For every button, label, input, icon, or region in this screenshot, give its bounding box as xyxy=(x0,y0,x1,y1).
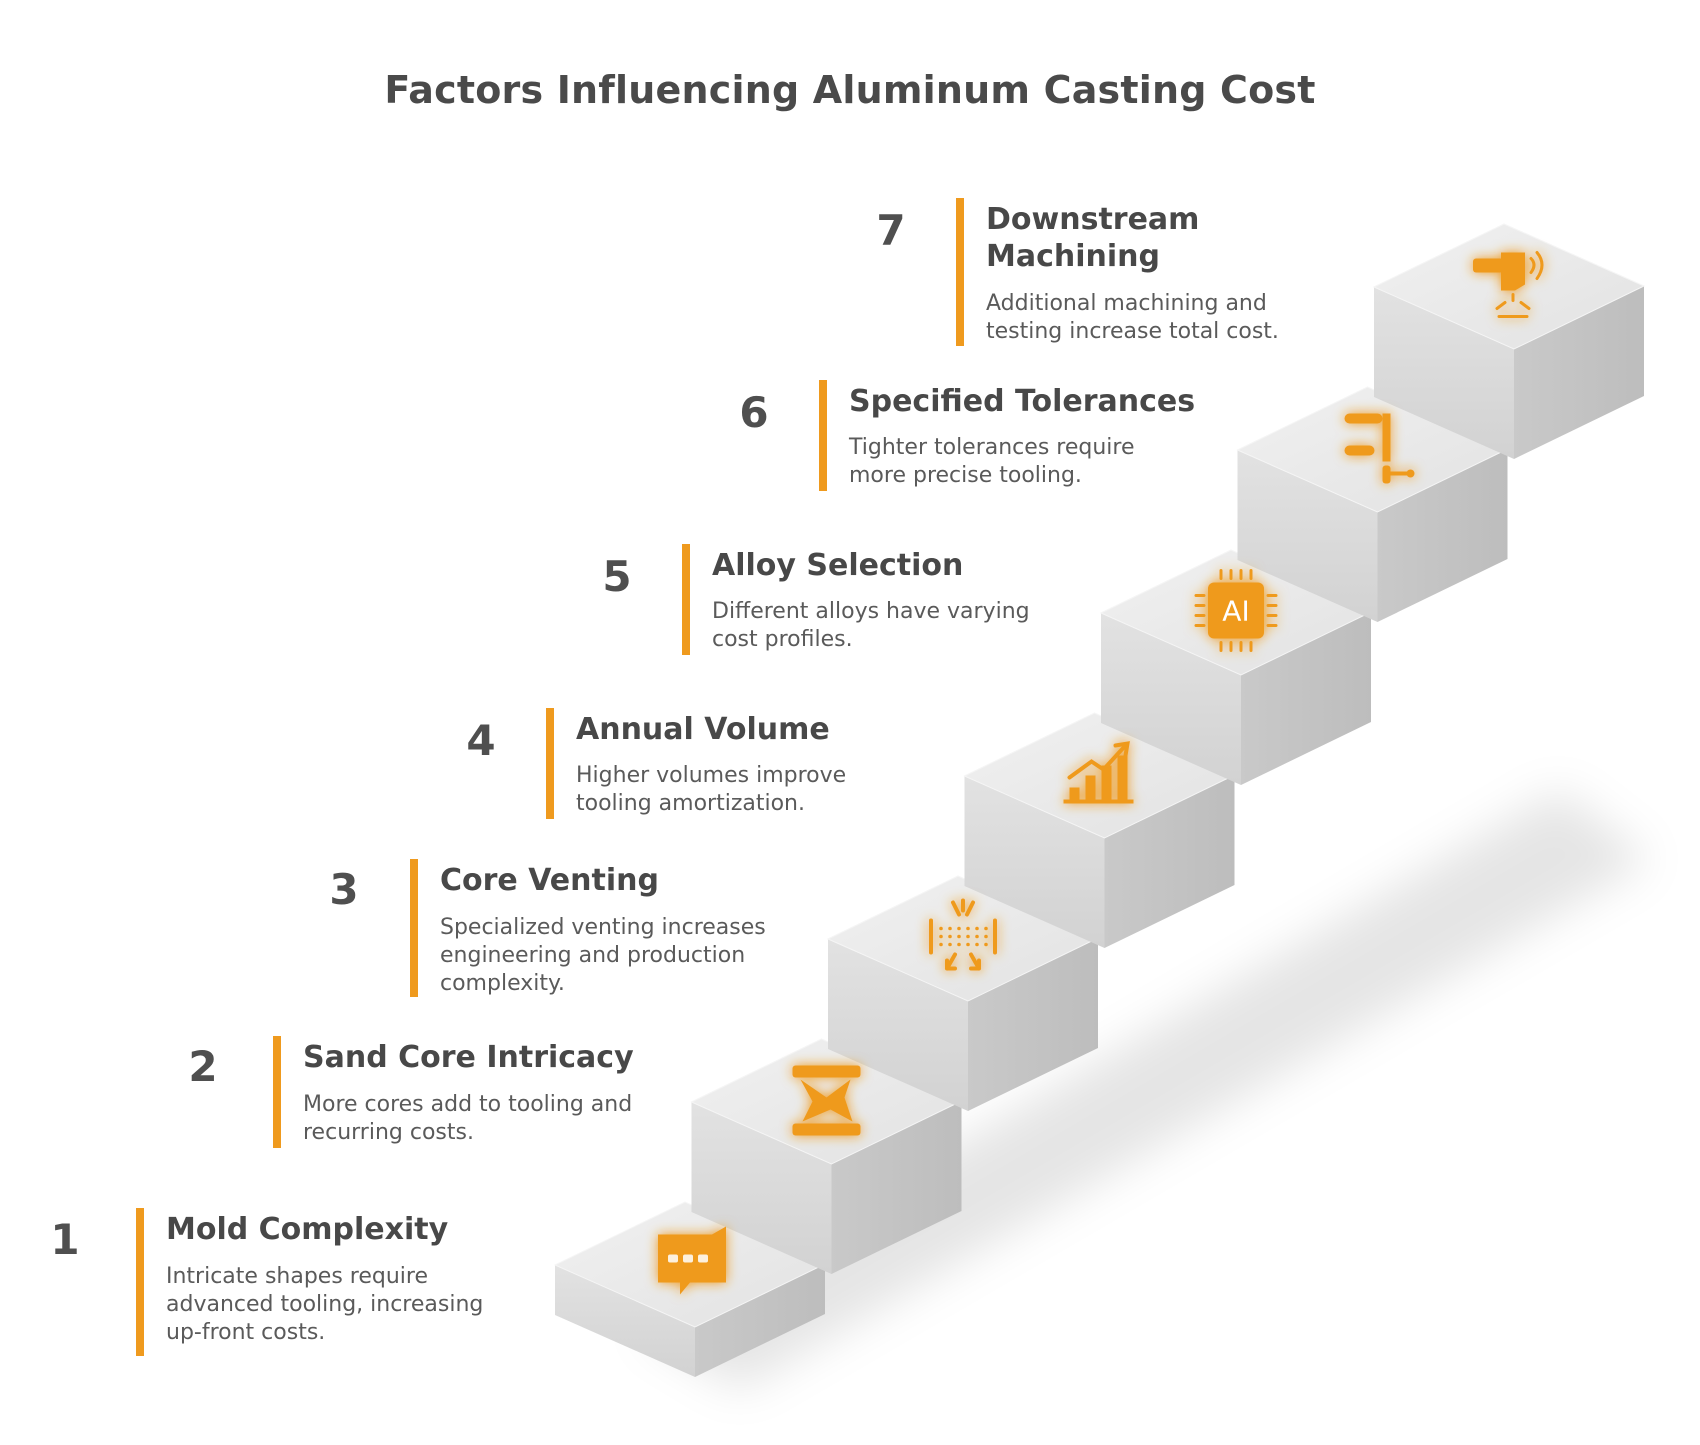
step-number: 7 xyxy=(876,206,906,255)
riser-wall xyxy=(1101,613,1241,785)
riser-wall xyxy=(1237,450,1378,622)
step-title-line: Alloy Selection xyxy=(712,548,964,583)
step-number: 5 xyxy=(602,552,632,601)
step-description-line: complexity. xyxy=(440,971,565,996)
step-title-line: Downstream xyxy=(986,202,1200,237)
caliper-icon xyxy=(1344,413,1415,484)
machining-tool-icon xyxy=(1473,251,1544,318)
step-number: 2 xyxy=(188,1042,218,1091)
step-title: Annual Volume xyxy=(576,711,830,748)
step-description-line: Specialized venting increases xyxy=(440,915,766,940)
step-description: Additional machining and testing increase… xyxy=(986,290,1279,346)
step-title: Mold Complexity xyxy=(166,1211,448,1248)
page-title: Factors Influencing Aluminum Casting Cos… xyxy=(384,68,1316,112)
step-title-line: Annual Volume xyxy=(576,712,830,747)
step-description: Different alloys have varying cost profil… xyxy=(712,598,1030,654)
accent-bar xyxy=(273,1036,281,1148)
venting-icon xyxy=(929,898,997,971)
step-number: 4 xyxy=(466,716,496,765)
step-description-line: advanced tooling, increasing xyxy=(166,1292,484,1317)
step-description: Tighter tolerances require more precise t… xyxy=(849,434,1134,490)
accent-bar xyxy=(682,544,690,655)
step-title: Sand Core Intricacy xyxy=(303,1039,634,1076)
accent-bar xyxy=(546,708,554,819)
step-title-line: Core Venting xyxy=(440,863,659,898)
growth-chart-icon xyxy=(1063,741,1134,804)
riser-wall xyxy=(828,939,968,1111)
step-title: Alloy Selection xyxy=(712,547,963,584)
step-title-line: Machining xyxy=(986,239,1160,274)
step-number: 1 xyxy=(50,1215,80,1264)
riser-wall xyxy=(1374,287,1514,459)
step-description: Specialized venting increases engineering… xyxy=(440,914,766,998)
mold-icon xyxy=(658,1226,726,1295)
step-description-line: tooling amortization. xyxy=(576,791,805,816)
accent-bar xyxy=(136,1208,144,1356)
accent-bar xyxy=(956,198,964,346)
step-description: Intricate shapes require advanced tooling… xyxy=(166,1263,483,1347)
chip-icon: AI xyxy=(1194,569,1278,652)
step-description-line: engineering and production xyxy=(440,943,746,968)
step-description-line: testing increase total cost. xyxy=(986,319,1279,344)
chip-label: AI xyxy=(1222,595,1249,628)
step-description-line: recurring costs. xyxy=(303,1120,474,1145)
accent-bar xyxy=(819,380,827,491)
step-title-line: Specified Tolerances xyxy=(849,384,1196,419)
step-title: Core Venting xyxy=(440,862,659,899)
riser-wall xyxy=(691,1102,832,1274)
step-number: 6 xyxy=(739,388,769,437)
step-number: 3 xyxy=(329,865,359,914)
step-description-line: Additional machining and xyxy=(986,291,1267,316)
step-title-line: Mold Complexity xyxy=(166,1212,449,1247)
step-description-line: cost profiles. xyxy=(712,627,853,652)
step-title-line: Sand Core Intricacy xyxy=(303,1040,634,1075)
accent-bar xyxy=(410,859,418,997)
riser-wall xyxy=(964,776,1105,948)
step-description-line: Intricate shapes require xyxy=(166,1264,429,1289)
step-description-line: Tighter tolerances require xyxy=(849,435,1135,460)
step-description-line: up-front costs. xyxy=(166,1320,326,1345)
step-title: Specified Tolerances xyxy=(849,383,1195,420)
step-description: Higher volumes improve tooling amortizati… xyxy=(576,762,846,818)
step-description: More cores add to tooling and recurring c… xyxy=(303,1091,632,1147)
step-description-line: Higher volumes improve xyxy=(576,763,847,788)
step-description-line: More cores add to tooling and xyxy=(303,1092,633,1117)
step-description-line: Different alloys have varying xyxy=(712,599,1030,624)
sand-core-icon xyxy=(792,1065,861,1136)
step-description-line: more precise tooling. xyxy=(849,463,1082,488)
